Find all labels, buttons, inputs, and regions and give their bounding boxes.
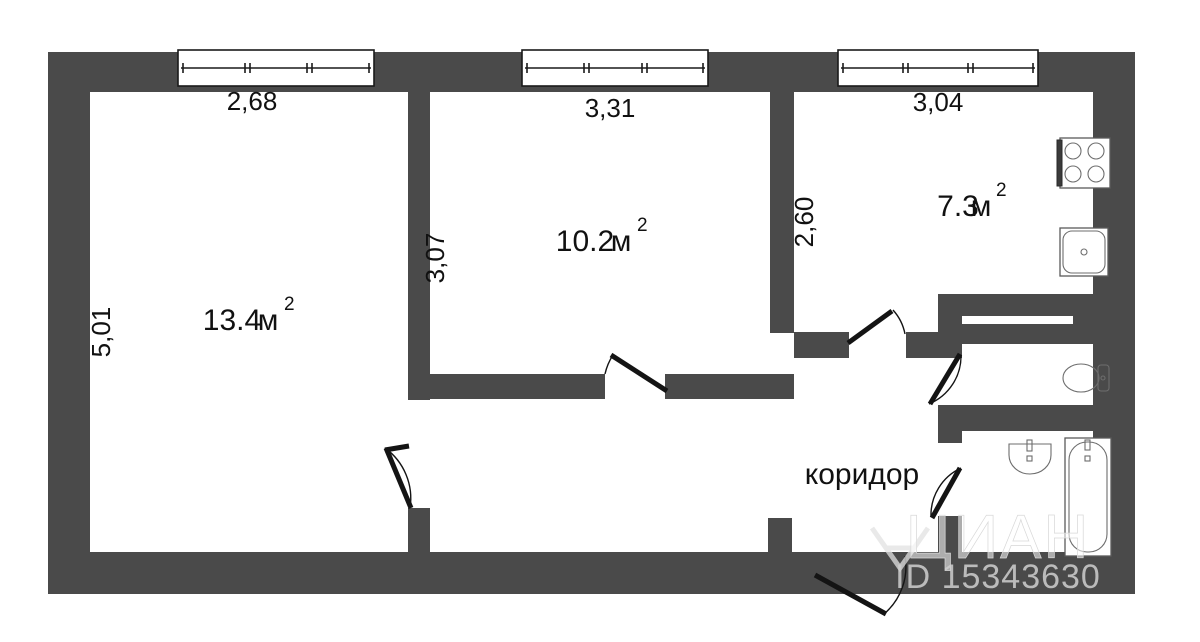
svg-text:7.3: 7.3 [937,190,979,223]
door-toilet [927,352,963,406]
area-sup-living: 2 [284,294,295,315]
wall-living-bedroom [408,85,430,400]
wall-bedroom-kitchen [770,85,794,333]
area-label-bedroom: 10.2 м 2 [556,215,648,258]
wall-corridor-right [770,518,792,554]
dimension-bedroom-width: 3,31 [585,93,636,123]
svg-text:м: м [971,190,992,223]
labels-layer: 2,68 5,01 3,31 3,07 3,04 2,60 13.4 м 2 [86,86,1007,491]
doors-layer [383,308,963,617]
washbasin [1008,439,1052,475]
door-kitchen [846,308,906,346]
area-value-kitchen: 7.3 [937,190,979,223]
svg-text:2: 2 [637,215,648,236]
svg-text:10.2: 10.2 [556,225,614,258]
windows-layer [177,49,1039,87]
watermark-id: ID 15343630 [895,558,1101,596]
area-sup-bedroom: 2 [637,215,648,236]
wall-toilet-bathroom [938,405,1093,431]
wall-kitchen-south-left [794,332,849,358]
watermark-logo: ЦИАН [906,503,1091,572]
window-living-room [177,49,375,87]
svg-text:2: 2 [284,294,295,315]
svg-text:м: м [611,225,632,258]
area-unit-kitchen: м [971,190,992,223]
wall-bath-top [938,294,1093,344]
bathtub [1064,437,1112,557]
dimension-kitchen-width: 3,04 [913,87,964,117]
svg-text:13.4: 13.4 [203,304,261,337]
area-unit-bedroom: м [611,225,632,258]
fixtures-layer [1008,137,1112,557]
area-unit-living: м [258,304,279,337]
area-label-kitchen: 7.3 м 2 [937,180,1006,223]
wall-living-bedroom-lower [408,508,430,558]
toilet [1062,363,1110,393]
kitchen-sink [1059,227,1109,277]
window-kitchen [837,49,1039,87]
svg-text:м: м [258,304,279,337]
wall-bath-left-lower [938,516,962,554]
svg-text:2: 2 [996,180,1007,201]
walls-layer [48,52,1135,594]
door-bedroom [604,352,669,394]
door-living-room [383,443,414,509]
area-value-bedroom: 10.2 [556,225,614,258]
window-bedroom [521,49,709,87]
watermark-layer: ЦИАН ID 15343630 [869,503,1101,596]
door-bathroom [929,466,963,520]
area-label-living-room: 13.4 м 2 [203,294,295,337]
dimension-living-height: 5,01 [86,307,116,358]
room-label-corridor: коридор [805,458,919,491]
dimension-kitchen-height: 2,60 [789,197,819,248]
wall-bedroom-south-left [420,374,605,399]
kitchen-stove-4-burner [1056,137,1111,189]
wall-bedroom-south-right [665,374,794,399]
dimension-bedroom-height: 3,07 [420,233,450,284]
area-sup-kitchen: 2 [996,180,1007,201]
area-value-living: 13.4 [203,304,261,337]
dimension-living-width: 2,68 [227,86,278,116]
